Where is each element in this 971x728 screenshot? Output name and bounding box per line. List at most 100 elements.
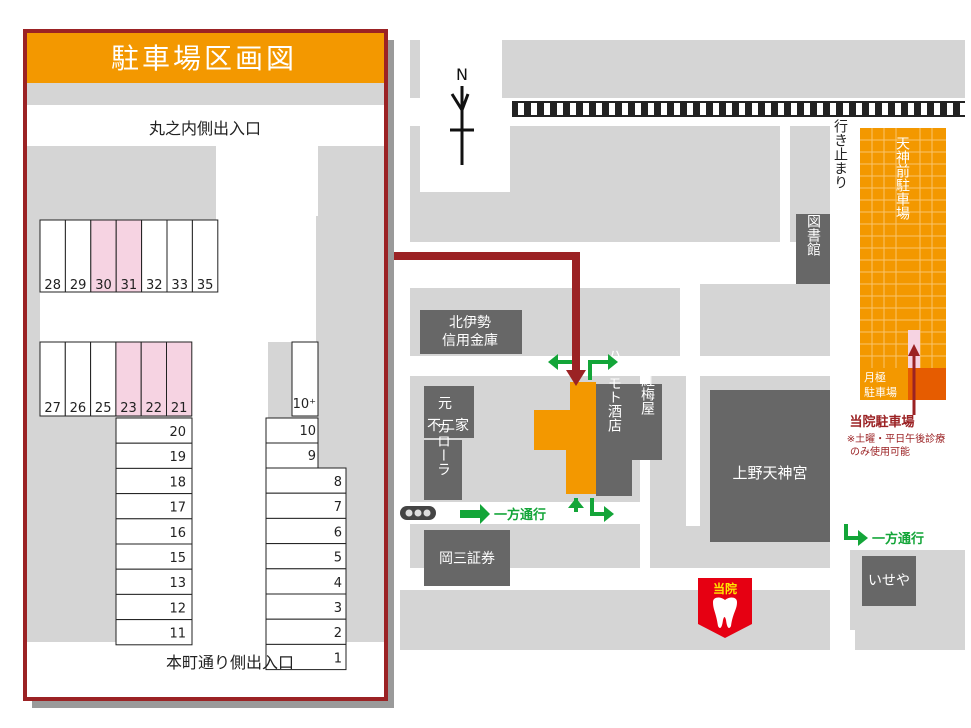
parking-stall: 25 bbox=[90, 341, 117, 417]
stall-number: 21 bbox=[171, 401, 188, 416]
entrance-arrows bbox=[548, 354, 618, 522]
stall-number: 25 bbox=[95, 401, 112, 416]
parking-stall: 32 bbox=[141, 219, 168, 293]
stall-number: 33 bbox=[171, 278, 188, 293]
stall-number: 1 bbox=[334, 651, 342, 666]
parking-stall: 29 bbox=[64, 219, 92, 293]
motofujiya-label-2: 不二家 bbox=[427, 417, 469, 434]
monthly-parking-label-1: 月極 bbox=[864, 370, 886, 384]
stall-number: 6 bbox=[334, 525, 342, 540]
dead-end-label: 行き止まり bbox=[832, 119, 848, 189]
stall-number: 32 bbox=[146, 278, 163, 293]
stall-number: 5 bbox=[334, 551, 342, 566]
parking-stall: 27 bbox=[39, 341, 66, 417]
parking-stall: 1 bbox=[265, 643, 347, 671]
library-building bbox=[796, 214, 830, 284]
stall-number: 17 bbox=[169, 501, 186, 516]
one-way-label-2: 一方通行 bbox=[872, 531, 924, 547]
iseya-label: いせや bbox=[868, 573, 910, 589]
parking-stall: 3 bbox=[265, 593, 347, 620]
clinic-marker: 当院 bbox=[698, 578, 752, 638]
panel-title-bar bbox=[27, 33, 384, 83]
monthly-parking-label-2: 駐車場 bbox=[864, 385, 897, 399]
stall-number: 27 bbox=[44, 401, 61, 416]
parking-stall: 13 bbox=[115, 568, 193, 595]
corolla-label: カローラ bbox=[435, 420, 451, 476]
parking-stall: 17 bbox=[115, 493, 193, 520]
parking-stall: 30 bbox=[90, 219, 117, 293]
parking-stall: 23 bbox=[115, 341, 142, 417]
stall-number: 19 bbox=[169, 450, 186, 465]
stall-number: 23 bbox=[120, 401, 137, 416]
kitaise-building bbox=[420, 310, 522, 354]
motofujiya-label-1: 元 bbox=[438, 396, 452, 412]
kobaiya-label: 紅梅屋 bbox=[639, 373, 655, 416]
stall-number: 29 bbox=[70, 278, 87, 293]
ueno-tenjingu-building bbox=[710, 390, 830, 542]
parking-stall: 7 bbox=[265, 492, 347, 519]
parking-stall: 10 bbox=[265, 417, 319, 444]
stall-number: 35 bbox=[197, 278, 214, 293]
stall-number: 13 bbox=[169, 576, 186, 591]
stall-number: 3 bbox=[334, 601, 342, 616]
stall-number: 10 bbox=[299, 424, 316, 439]
iseya-building bbox=[862, 556, 916, 606]
parking-stall: 20 bbox=[115, 417, 193, 444]
stall-number: 26 bbox=[70, 401, 87, 416]
stall-number: 11 bbox=[169, 627, 186, 642]
okasan-label: 岡三証券 bbox=[439, 551, 495, 567]
parking-stall: 33 bbox=[166, 219, 193, 293]
stall-number: 7 bbox=[334, 500, 342, 515]
one-way-label-1: 一方通行 bbox=[494, 507, 546, 523]
corolla-building bbox=[424, 440, 462, 500]
north-label: N bbox=[456, 65, 468, 84]
stall-number: 4 bbox=[334, 576, 342, 591]
clinic-parking-lot bbox=[534, 382, 596, 494]
library-label: 図書館 bbox=[805, 214, 821, 256]
dead-end-road bbox=[832, 126, 848, 652]
parking-stall: 16 bbox=[115, 518, 193, 545]
parking-stall: 18 bbox=[115, 467, 193, 495]
lot-lanes bbox=[40, 146, 318, 642]
stall-number: 10⁺ bbox=[293, 397, 316, 412]
stall-number: 22 bbox=[146, 401, 163, 416]
stall-number: 9 bbox=[308, 449, 316, 464]
parking-stall: 11 bbox=[115, 619, 193, 646]
exit-top-label: 丸之内側出入口 bbox=[149, 119, 261, 138]
parking-stall: 26 bbox=[64, 341, 92, 417]
kobaiya-building bbox=[632, 384, 662, 460]
tooth-icon bbox=[713, 597, 737, 628]
parking-stall: 10⁺ bbox=[291, 341, 319, 417]
buildings: 図書館 北伊勢 信用金庫 元 不二家 カローラ ハシモト酒店 紅梅屋 上野天神宮… bbox=[420, 214, 916, 606]
clinic-parking-note-1: ※土曜・平日午後診療 bbox=[847, 432, 945, 445]
stall-number: 28 bbox=[44, 278, 61, 293]
clinic-parking-note-2: のみ使用可能 bbox=[850, 445, 910, 458]
one-way-sign-2: 一方通行 bbox=[844, 524, 924, 547]
okasan-building bbox=[424, 530, 510, 586]
railway bbox=[512, 101, 966, 117]
parking-stall: 2 bbox=[265, 618, 347, 645]
parking-stall: 6 bbox=[265, 517, 347, 545]
traffic-light-icon bbox=[400, 506, 436, 520]
hashimoto-building bbox=[596, 384, 632, 496]
stall-number: 16 bbox=[169, 526, 186, 541]
parking-stall: 9 bbox=[265, 442, 319, 469]
stall-number: 20 bbox=[169, 425, 186, 440]
kitaise-label-2: 信用金庫 bbox=[442, 332, 498, 349]
parking-stall: 5 bbox=[265, 543, 347, 570]
parking-stall: 31 bbox=[115, 219, 143, 293]
stall-number: 31 bbox=[121, 278, 138, 293]
motofujiya-building bbox=[424, 386, 474, 438]
hashimoto-label: ハシモト酒店 bbox=[606, 348, 622, 432]
parking-stall: 12 bbox=[115, 593, 193, 621]
north-arrow: N bbox=[450, 65, 474, 165]
tenjinmae-parking: 天神前駐車場 bbox=[860, 128, 946, 368]
parking-stall: 28 bbox=[39, 219, 66, 293]
clinic-parking-callout: 当院駐車場 ※土曜・平日午後診療 のみ使用可能 bbox=[847, 344, 945, 458]
stall-number: 15 bbox=[169, 551, 186, 566]
panel-connector bbox=[386, 252, 586, 386]
parking-stall: 4 bbox=[265, 568, 347, 595]
stall-number: 30 bbox=[95, 278, 112, 293]
parking-stall: 35 bbox=[191, 219, 219, 293]
